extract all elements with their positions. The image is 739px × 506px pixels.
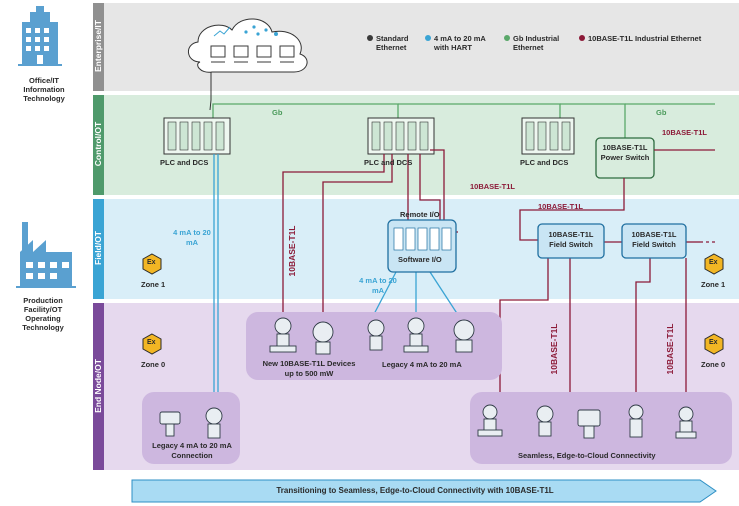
ex-badges [142, 253, 724, 355]
field-band-label: Field/OT [93, 199, 104, 299]
legacy-conn-caption: Legacy 4 mA to 20 mA Connection [152, 441, 232, 460]
legend-gb: Gb Industrial Ethernet [513, 34, 560, 52]
zone1-left: Zone 1 [141, 280, 166, 289]
remote-io-label: Remote I/O [400, 210, 440, 219]
t1l-label-field: 10BASE-T1L [538, 202, 584, 211]
cloud-icon [188, 18, 308, 73]
t1l-label-mid: 10BASE-T1L [470, 182, 516, 191]
endnode-band-label: End Node/OT [93, 303, 104, 470]
plc-label-1: PLC and DCS [160, 158, 209, 167]
power-switch-label: 10BASE-T1L Power Switch [600, 143, 650, 162]
transition-banner-text: Transitioning to Seamless, Edge-to-Cloud… [276, 486, 554, 495]
office-caption: Office/IT Information Technology [23, 76, 65, 103]
field-switch-2-label: 10BASE-T1L Field Switch [631, 230, 677, 249]
seamless-caption: Seamless, Edge-to-Cloud Connectivity [518, 451, 656, 460]
field-switch-1-label: 10BASE-T1L Field Switch [548, 230, 594, 249]
legend-t1l: 10BASE-T1L Industrial Ethernet [588, 34, 702, 43]
field-devices [159, 317, 697, 439]
power-switch-box [595, 137, 655, 179]
t1l-vertical-right-2: 10BASE-T1L [665, 323, 675, 375]
zone1-right: Zone 1 [701, 280, 726, 289]
field-switch-1-box [537, 223, 605, 259]
legend-hart: 4 mA to 20 mA with HART [434, 34, 486, 52]
software-io-label: Software I/O [398, 255, 442, 264]
plc-rack-3 [521, 117, 575, 155]
t1l-vertical-left: 10BASE-T1L [287, 225, 297, 277]
zone0-right: Zone 0 [701, 360, 726, 369]
legacy-mid-caption: Legacy 4 mA to 20 mA [382, 360, 462, 369]
plc-label-3: PLC and DCS [520, 158, 569, 167]
plc-label-2: PLC and DCS [364, 158, 413, 167]
ex-text-1: Ex [147, 259, 156, 266]
field-switch-2-box [621, 223, 687, 259]
control-band-label: Control/OT [93, 95, 104, 195]
transition-banner-arrow [131, 479, 717, 503]
ma-label-mid: 4 mA to 20 mA [359, 276, 397, 295]
ex-text-2: Ex [709, 259, 718, 266]
production-caption: Production Facility/OT Operating Technol… [22, 296, 64, 332]
gb-label-1: Gb [272, 108, 283, 117]
legend-standard: Standard Ethernet [376, 34, 409, 52]
seamless-area [470, 392, 732, 464]
t1l-vertical-right-1: 10BASE-T1L [549, 323, 559, 375]
zone0-left: Zone 0 [141, 360, 166, 369]
new-devices-caption: New 10BASE-T1L Devices up to 500 mW [262, 359, 356, 378]
gb-label-2: Gb [656, 108, 667, 117]
ex-text-3: Ex [147, 339, 156, 346]
ex-text-4: Ex [709, 339, 718, 346]
plc-rack-2 [367, 117, 435, 155]
plc-rack-1 [163, 117, 231, 155]
enterprise-band-label: Enterprise/IT [93, 3, 104, 91]
ma-label-left: 4 mA to 20 mA [173, 228, 211, 247]
t1l-label-top-right: 10BASE-T1L [662, 128, 708, 137]
